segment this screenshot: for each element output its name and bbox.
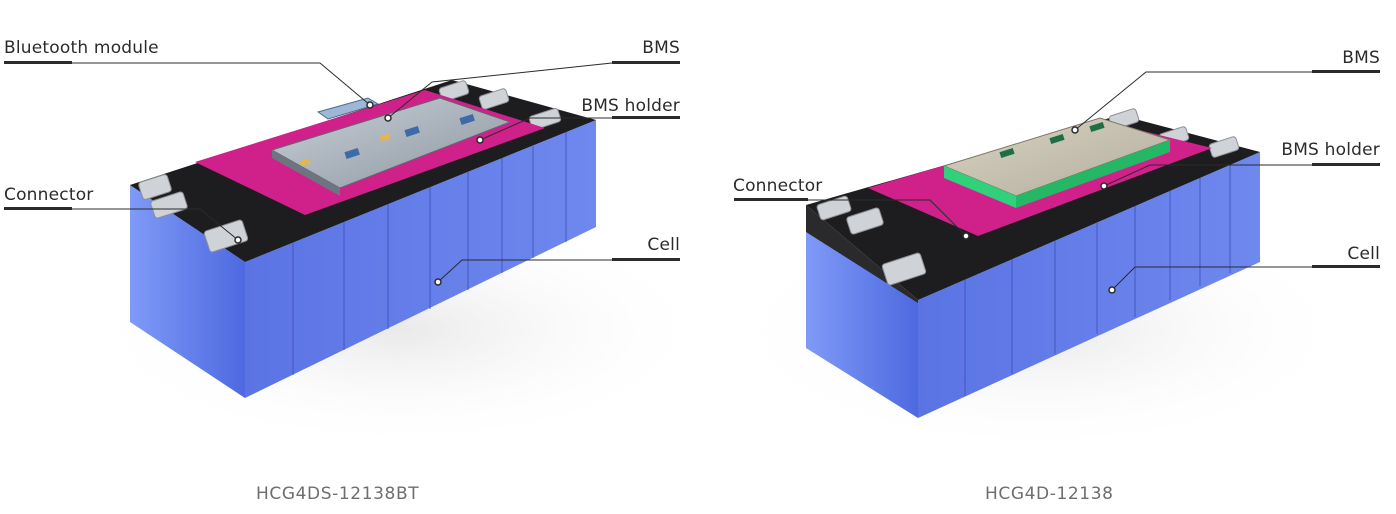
label-bms-holder-right: BMS holder (1281, 140, 1380, 160)
right-bms-green-frame (944, 166, 1016, 208)
left-cell-side-face (245, 120, 596, 398)
model-caption-left: HCG4DS-12138BT (256, 484, 420, 504)
label-connector-right: Connector (733, 176, 823, 196)
label-bms-right: BMS (1342, 48, 1380, 68)
left-battery-pack (80, 80, 720, 450)
left-bms-board (270, 97, 512, 189)
right-battery-pack (720, 108, 1360, 455)
left-leader-lines (72, 62, 613, 283)
right-leader-lines (808, 71, 1312, 291)
left-bluetooth-module (316, 97, 380, 120)
model-caption-right: HCG4D-12138 (985, 484, 1114, 504)
label-cell-left: Cell (647, 235, 680, 255)
label-connector-left: Connector (4, 185, 94, 205)
label-bms-left: BMS (642, 38, 680, 58)
label-cell-right: Cell (1347, 244, 1380, 264)
label-bms-holder-left: BMS holder (581, 96, 680, 116)
right-cell-side-face (918, 152, 1260, 418)
left-cell-front-face (130, 185, 245, 398)
label-bluetooth-module: Bluetooth module (4, 38, 159, 58)
right-cell-front-face (806, 232, 918, 418)
